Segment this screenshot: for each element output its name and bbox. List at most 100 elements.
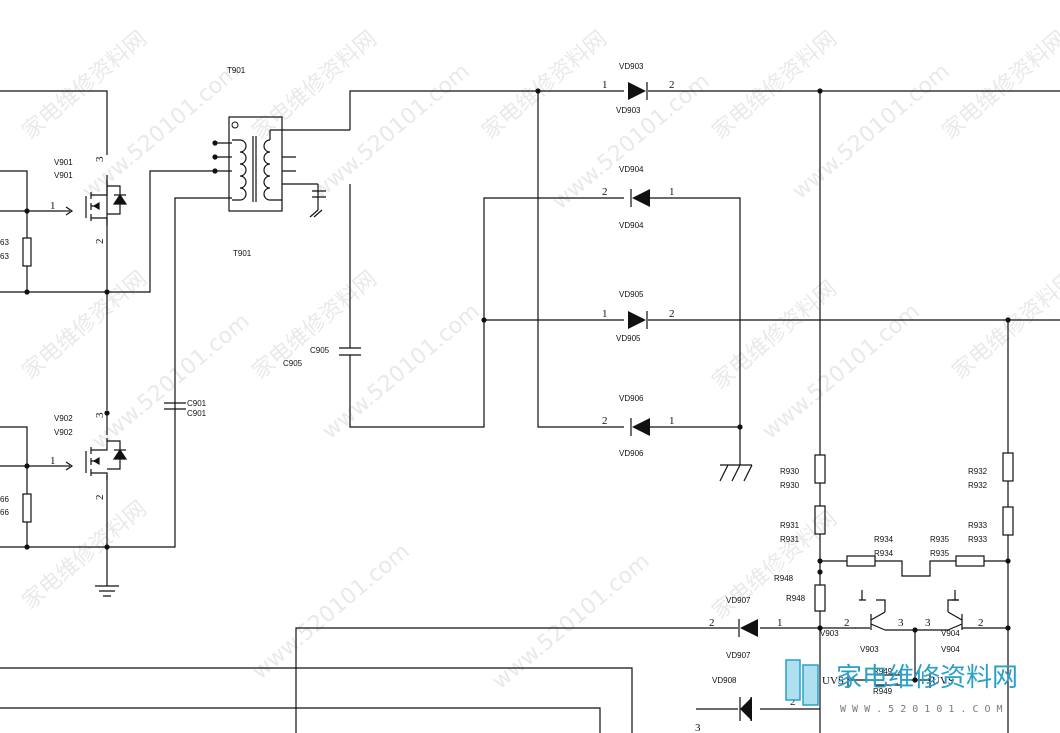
r931-label: R931 [780,535,800,544]
v902-pin-drain: 3 [94,412,106,418]
vd905-pin-right: 2 [669,308,675,320]
site-logo: 家电维修资料网 W W W . 5 2 0 1 0 1 . C O M [785,659,1018,715]
r935-label: R935 [930,535,950,544]
resistor-63-label: 63 [0,252,9,261]
diode-vd905 [628,311,648,329]
transformer-t901 [212,116,350,218]
logo-subtext: W W W . 5 2 0 1 0 1 . C O M [840,704,1003,715]
watermark-text: www.520101.com [248,539,415,685]
r932-label: R932 [968,467,988,476]
vd903-label: VD903 [619,62,644,71]
watermark-text: www.520101.com [318,299,485,445]
resistor-66-label: 66 [0,508,9,517]
t901-label: T901 [227,66,246,75]
watermark-text-cn: 家电维修资料网 [948,266,1060,384]
vd907-label: VD907 [726,596,751,605]
v903-pin-right: 3 [898,617,904,629]
mosfet-v902 [62,438,128,480]
diode-vd904 [630,189,650,207]
r934-label: R934 [874,535,894,544]
r935-label: R935 [930,549,950,558]
resistor-r930 [814,454,826,484]
watermark-text-cn: 家电维修资料网 [938,26,1060,144]
r949-label: R949 [873,667,893,676]
vd904-label: VD904 [619,221,644,230]
vd907-pin-left: 2 [709,617,715,629]
v903-label: V903 [860,645,879,654]
resistor-r932 [1002,452,1014,482]
v902-pin-source: 2 [94,495,106,501]
r933-label: R933 [968,521,988,530]
vd906-label: VD906 [619,394,644,403]
r932-label: R932 [968,481,988,490]
r931-label: R931 [780,521,800,530]
watermark-text-cn: 家电维修资料网 [708,26,842,144]
resistor-66-label: 66 [0,495,9,504]
vd906-label: VD906 [619,449,644,458]
resistor-63-label: 63 [0,238,9,247]
watermark-text-cn: 家电维修资料网 [18,266,152,384]
watermark-text-cn: 家电维修资料网 [478,26,612,144]
vd904-label: VD904 [619,165,644,174]
logo-text: 家电维修资料网 [836,663,1018,693]
capacitor-c901 [164,402,186,410]
v901-label: V901 [54,158,73,167]
v902-label: V902 [54,414,73,423]
diode-vd908 [739,697,752,721]
watermark-text-cn: 家电维修资料网 [248,266,382,384]
r930-label: R930 [780,481,800,490]
r930-label: R930 [780,467,800,476]
resistor-r934 [846,555,876,567]
resistor-r933 [1002,506,1014,536]
diode-vd906 [630,418,650,436]
c905-label: C905 [310,346,330,355]
resistor-66 [22,493,32,523]
v901-pin-gate: 1 [50,200,56,212]
r948-label: R948 [774,574,794,583]
watermark-text-cn: 家电维修资料网 [248,26,382,144]
c901-label: C901 [187,409,207,418]
v901-pin-drain: 3 [94,156,106,162]
vd903-pin-left: 1 [602,79,608,91]
v901-pin-source: 2 [94,239,106,245]
watermark-text: www.520101.com [788,59,955,205]
vd904-pin-left: 2 [602,186,608,198]
left-section: 3 2 1 V901 V901 63 63 3 [0,90,215,597]
r933-label: R933 [968,535,988,544]
watermarks: www.520101.com www.520101.com www.520101… [18,26,1060,694]
v903-label: V903 [820,629,839,638]
logo-mark-icon [785,659,819,706]
resistor-r948 [814,584,826,612]
vd908-pin-left: 2 [790,696,796,708]
right-section [0,91,1014,733]
transistor-v903 [855,590,915,631]
vd905-pin-left: 1 [602,308,608,320]
mosfet-v901 [62,180,128,225]
v904-label: V904 [941,645,960,654]
v902-label: V902 [54,428,73,437]
resistor-r935 [955,555,985,567]
diode-bridge [481,82,1060,482]
vd906-pin-left: 2 [602,415,608,427]
vd905-label: VD905 [619,290,644,299]
v903-pin-left: 2 [844,617,850,629]
diode-vd907 [738,619,758,637]
vd907-label: VD907 [726,651,751,660]
vd907-pin-right: 1 [777,617,783,629]
vd908-pin-right: 3 [695,722,701,733]
vd906-pin-right: 1 [669,415,675,427]
vd903-label: VD903 [616,106,641,115]
vd905-label: VD905 [616,334,641,343]
transistor-v904 [915,590,980,631]
resistor-63 [22,237,32,267]
watermark-text-cn: 家电维修资料网 [18,496,152,614]
v902-pin-gate: 1 [50,455,56,467]
r948-label: R948 [786,594,806,603]
uvs-label-left: UVS [822,675,844,687]
vd908-label: VD908 [712,676,737,685]
v904-label: V904 [941,629,960,638]
capacitor-c905 [339,90,624,428]
v901-label: V901 [54,171,73,180]
r934-label: R934 [874,549,894,558]
